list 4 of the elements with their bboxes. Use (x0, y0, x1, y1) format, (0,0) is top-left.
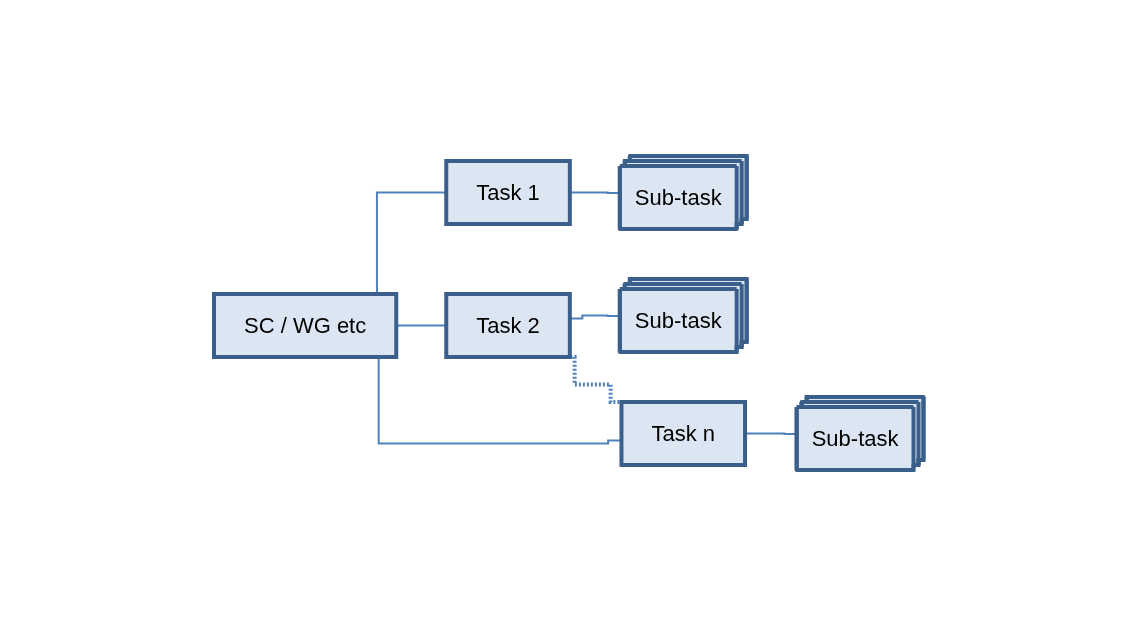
node-box: Task 1 (444, 159, 573, 226)
node-box: SC / WG etc (212, 292, 399, 359)
node-box: Task n (619, 400, 748, 467)
node-box: Task 2 (444, 292, 573, 359)
